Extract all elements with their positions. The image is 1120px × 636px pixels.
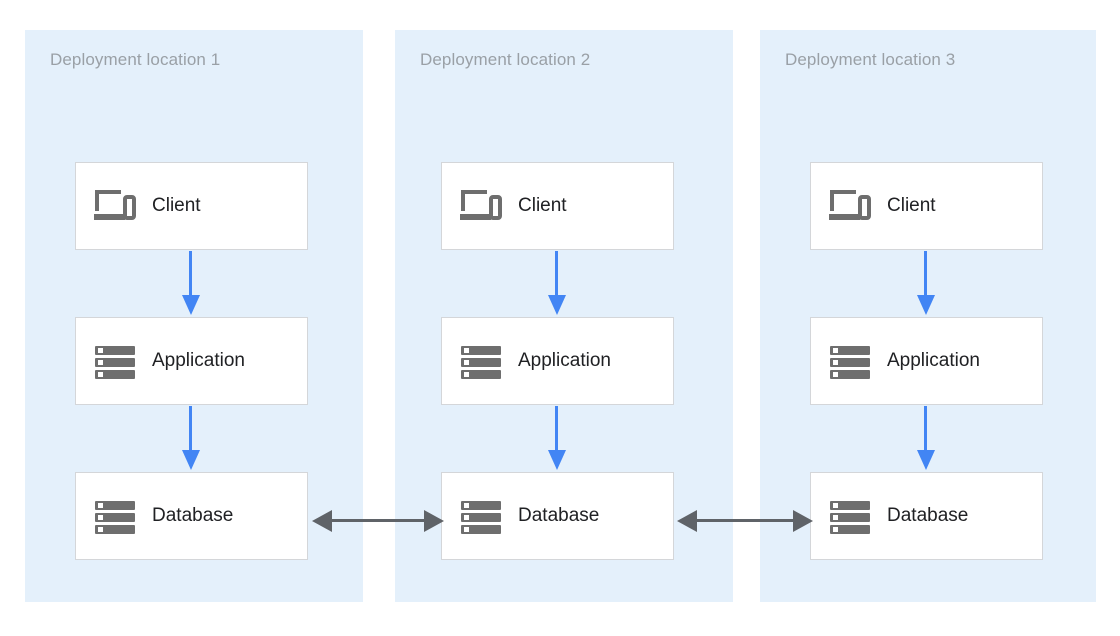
node-application-2[interactable]: Application [441,317,674,405]
server-stack-icon [829,340,871,382]
node-label-client-2: Client [518,195,567,216]
node-label-client-3: Client [887,195,936,216]
server-stack-icon [94,340,136,382]
node-label-application-3: Application [887,350,980,371]
node-database-2[interactable]: Database [441,472,674,560]
server-stack-icon [829,495,871,537]
arrowhead-left-icon [312,510,332,532]
arrowhead-right-icon [424,510,444,532]
node-application-1[interactable]: Application [75,317,308,405]
node-label-application-1: Application [152,350,245,371]
deployment-location-panel-3: Deployment location 3 Client Application [760,30,1096,602]
node-client-2[interactable]: Client [441,162,674,250]
server-stack-icon [460,495,502,537]
panel-title-2: Deployment location 2 [420,50,591,69]
node-database-3[interactable]: Database [810,472,1043,560]
node-client-1[interactable]: Client [75,162,308,250]
node-label-database-3: Database [887,505,969,526]
arrow-application-to-database-3 [917,406,935,470]
node-label-client-1: Client [152,195,201,216]
arrow-database-1-to-database-2 [312,510,444,532]
panel-title-1: Deployment location 1 [50,50,221,69]
server-stack-icon [94,495,136,537]
arrowhead-right-icon [793,510,813,532]
node-application-3[interactable]: Application [810,317,1043,405]
arrow-database-2-to-database-3 [677,510,813,532]
node-database-1[interactable]: Database [75,472,308,560]
arrow-client-to-application-3 [917,251,935,315]
node-label-database-1: Database [152,505,234,526]
arrow-client-to-application-1 [182,251,200,315]
server-stack-icon [460,340,502,382]
client-devices-icon [94,185,136,227]
panel-title-3: Deployment location 3 [785,50,956,69]
arrowhead-left-icon [677,510,697,532]
client-devices-icon [460,185,502,227]
node-label-database-2: Database [518,505,600,526]
node-client-3[interactable]: Client [810,162,1043,250]
arrow-client-to-application-2 [548,251,566,315]
deployment-location-panel-1: Deployment location 1 Client Application [25,30,363,602]
node-label-application-2: Application [518,350,611,371]
client-devices-icon [829,185,871,227]
arrow-application-to-database-2 [548,406,566,470]
deployment-location-panel-2: Deployment location 2 Client Application [395,30,733,602]
arrow-application-to-database-1 [182,406,200,470]
